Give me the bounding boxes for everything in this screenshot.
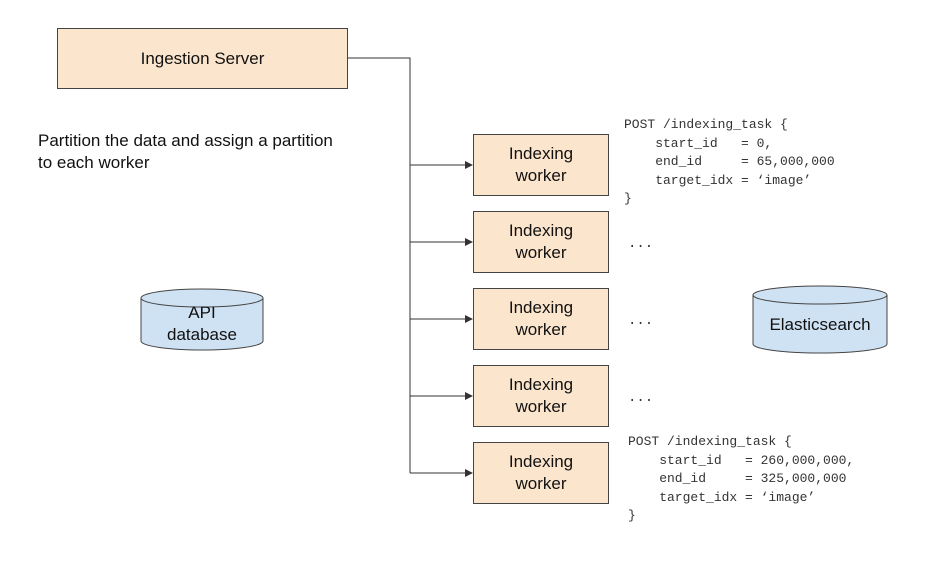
api-database-label: API database — [141, 302, 263, 346]
ellipsis-worker-4: ... — [628, 390, 654, 406]
indexing-worker-2: Indexing worker — [473, 211, 609, 273]
indexing-worker-1: Indexing worker — [473, 134, 609, 196]
worker-4-line-1: Indexing — [508, 375, 574, 394]
partition-note: Partition the data and assign a partitio… — [38, 130, 398, 174]
elasticsearch-cylinder — [752, 285, 888, 354]
request-first-worker: POST /indexing_task { start_id = 0, end_… — [624, 117, 835, 206]
worker-5-line-1: Indexing — [508, 452, 574, 471]
worker-5-line-2: worker — [515, 474, 567, 493]
indexing-worker-4: Indexing worker — [473, 365, 609, 427]
ingestion-server-box: Ingestion Server — [57, 28, 348, 89]
worker-2-line-2: worker — [515, 243, 567, 262]
server-connector — [348, 57, 411, 473]
api-database-cylinder — [140, 288, 264, 351]
worker-4-line-2: worker — [515, 397, 567, 416]
worker-3-line-2: worker — [515, 320, 567, 339]
worker-3-line-1: Indexing — [508, 298, 574, 317]
request-last-worker: POST /indexing_task { start_id = 260,000… — [628, 434, 855, 523]
ellipsis-worker-3: ... — [628, 313, 654, 329]
partition-note-line-2: to each worker — [38, 153, 150, 172]
worker-1-line-2: worker — [515, 166, 567, 185]
ingestion-server-label: Ingestion Server — [140, 48, 265, 68]
partition-note-line-1: Partition the data and assign a partitio… — [38, 131, 333, 150]
worker-1-line-1: Indexing — [508, 144, 574, 163]
worker-2-line-1: Indexing — [508, 221, 574, 240]
indexing-worker-5: Indexing worker — [473, 442, 609, 504]
ellipsis-worker-2: ... — [628, 236, 654, 252]
api-database-line-1: API — [188, 303, 216, 322]
api-database-line-2: database — [167, 325, 237, 344]
elasticsearch-label: Elasticsearch — [769, 315, 871, 334]
indexing-worker-3: Indexing worker — [473, 288, 609, 350]
